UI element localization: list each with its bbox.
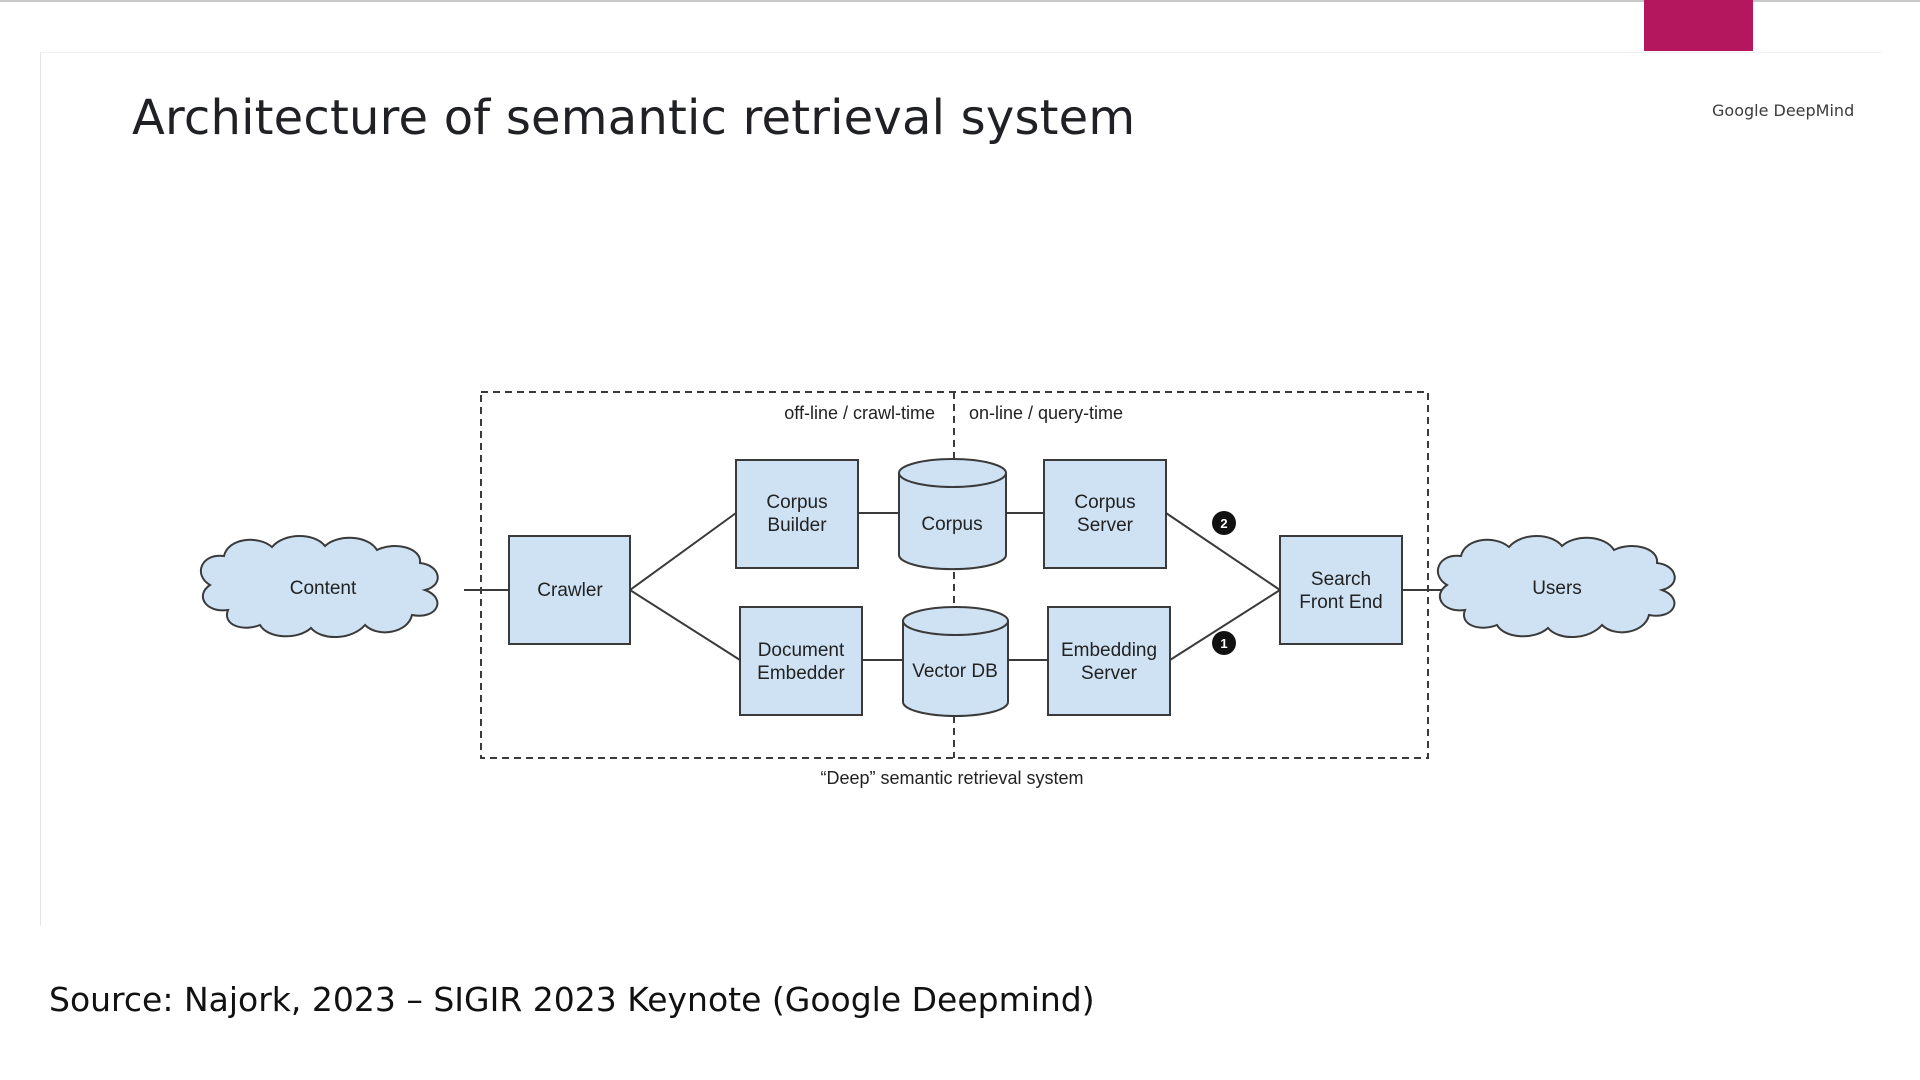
search-front-end-label-line2: Front End — [1299, 592, 1382, 613]
source-citation: Source: Najork, 2023 – SIGIR 2023 Keynot… — [49, 980, 1095, 1019]
online-label: on-line / query-time — [969, 403, 1123, 423]
corpus-server-label-line1: Corpus — [1074, 492, 1135, 513]
corpus-label: Corpus — [921, 514, 982, 535]
system-caption: “Deep” semantic retrieval system — [820, 768, 1083, 788]
top-border — [0, 0, 1920, 2]
search-front-end-label-line1: Search — [1311, 569, 1371, 590]
embedding-server-node: Embedding Server — [1047, 606, 1171, 716]
slide-title: Architecture of semantic retrieval syste… — [132, 90, 1136, 146]
crawler-label: Crawler — [537, 580, 603, 601]
svg-text:1: 1 — [1220, 636, 1227, 651]
vector-db-label: Vector DB — [912, 661, 998, 682]
users-label: Users — [1532, 578, 1582, 599]
content-cloud: Content — [199, 535, 439, 639]
badge-corpus-path: 2 — [1212, 511, 1236, 535]
corpus-builder-label-line2: Builder — [767, 515, 827, 536]
document-embedder-label-line1: Document — [758, 640, 845, 661]
corpus-server-label-line2: Server — [1077, 515, 1134, 536]
corpus-builder-label-line1: Corpus — [766, 492, 827, 513]
offline-label: off-line / crawl-time — [784, 403, 935, 423]
embedding-server-label-line1: Embedding — [1061, 640, 1157, 661]
google-deepmind-logo: Google DeepMind — [1712, 101, 1855, 120]
embedding-server-label-line2: Server — [1081, 663, 1138, 684]
connectors — [464, 512, 1445, 661]
document-embedder-label-line2: Embedder — [757, 663, 845, 684]
badge-embedding-path: 1 — [1212, 631, 1236, 655]
document-embedder-node: Document Embedder — [739, 606, 863, 716]
users-cloud: Users — [1436, 535, 1676, 639]
corpus-builder-node: Corpus Builder — [735, 459, 859, 569]
svg-text:2: 2 — [1220, 516, 1227, 531]
crawler-node: Crawler — [508, 535, 631, 645]
corpus-server-node: Corpus Server — [1043, 459, 1167, 569]
content-label: Content — [290, 578, 357, 599]
vector-db-database: Vector DB — [902, 606, 1009, 717]
accent-bar — [1644, 0, 1753, 51]
corpus-database: Corpus — [898, 458, 1007, 571]
search-front-end-node: Search Front End — [1279, 535, 1403, 645]
